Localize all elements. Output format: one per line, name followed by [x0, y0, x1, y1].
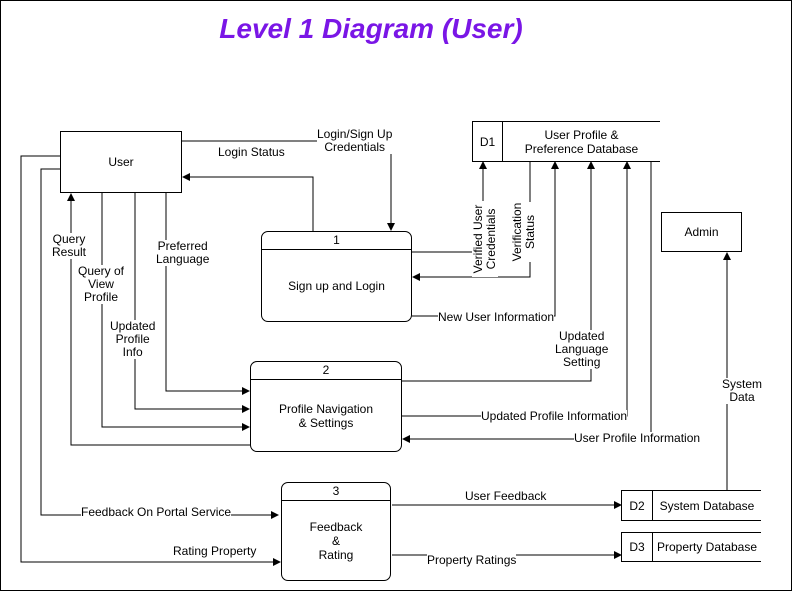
label-login-signup-credentials: Login/Sign Up Credentials: [317, 127, 393, 154]
flow-updated-profile-information: [402, 161, 631, 417]
label-updated-language-setting: Updated Language Setting: [555, 329, 609, 369]
label-preferred-language: Preferred Language: [156, 239, 210, 266]
flow-updated-profile-info: [134, 193, 250, 413]
process-1: 1 Sign up and Login: [261, 231, 412, 322]
process-3-name: Feedback & Rating: [309, 519, 363, 562]
entity-user-label: User: [108, 155, 134, 169]
datastore-d2-id: D2: [622, 491, 653, 520]
label-verified-user-credentials: Verified User Credentials: [471, 201, 498, 277]
label-query-of-view-profile: Query of View Profile: [78, 264, 125, 304]
entity-admin-label: Admin: [684, 225, 719, 239]
flow-query-of-view-profile: [101, 193, 250, 431]
label-property-ratings: Property Ratings: [427, 553, 517, 567]
process-1-name: Sign up and Login: [288, 278, 385, 293]
process-3-number: 3: [282, 483, 390, 501]
label-login-status: Login Status: [218, 145, 285, 159]
datastore-d1-name: User Profile & Preference Database: [524, 127, 639, 156]
flow-query-result: [67, 193, 250, 446]
label-updated-profile-information: Updated Profile Information: [481, 409, 628, 423]
flow-login-status: [182, 173, 314, 231]
flow-feedback-on-portal-service: [40, 168, 279, 519]
process-2-number: 2: [251, 362, 401, 380]
flow-rating-property: [20, 155, 281, 566]
datastore-d3-name: Property Database: [656, 540, 758, 554]
datastore-d1-id: D1: [473, 122, 503, 161]
label-new-user-information: New User Information: [438, 310, 555, 324]
label-query-result: Query Result: [52, 232, 87, 259]
label-feedback-on-portal-service: Feedback On Portal Service: [81, 505, 232, 519]
process-2-name: Profile Navigation & Settings: [278, 401, 374, 430]
datastore-d3: D3 Property Database: [621, 532, 761, 562]
datastore-d2: D2 System Database: [621, 490, 761, 521]
label-user-feedback: User Feedback: [465, 489, 547, 503]
label-updated-profile-info: Updated Profile Info: [110, 319, 156, 359]
label-verification-status: Verification Status: [510, 202, 537, 262]
flow-verification-status: [412, 162, 531, 281]
flow-login-signup-credentials: [182, 140, 395, 231]
datastore-d3-id: D3: [622, 533, 653, 561]
entity-admin: Admin: [661, 212, 742, 252]
label-user-profile-information: User Profile Information: [574, 431, 701, 445]
datastore-d2-name: System Database: [659, 498, 755, 513]
flow-preferred-language: [165, 193, 250, 395]
label-rating-property: Rating Property: [173, 544, 257, 558]
process-1-number: 1: [262, 232, 411, 250]
flow-updated-language-setting: [402, 161, 595, 382]
label-system-data: System Data: [722, 377, 763, 404]
process-3: 3 Feedback & Rating: [281, 482, 391, 581]
entity-user: User: [60, 131, 182, 193]
process-2: 2 Profile Navigation & Settings: [250, 361, 402, 452]
diagram-title: Level 1 Diagram (User): [219, 13, 523, 44]
datastore-d1: D1 User Profile & Preference Database: [472, 121, 660, 162]
